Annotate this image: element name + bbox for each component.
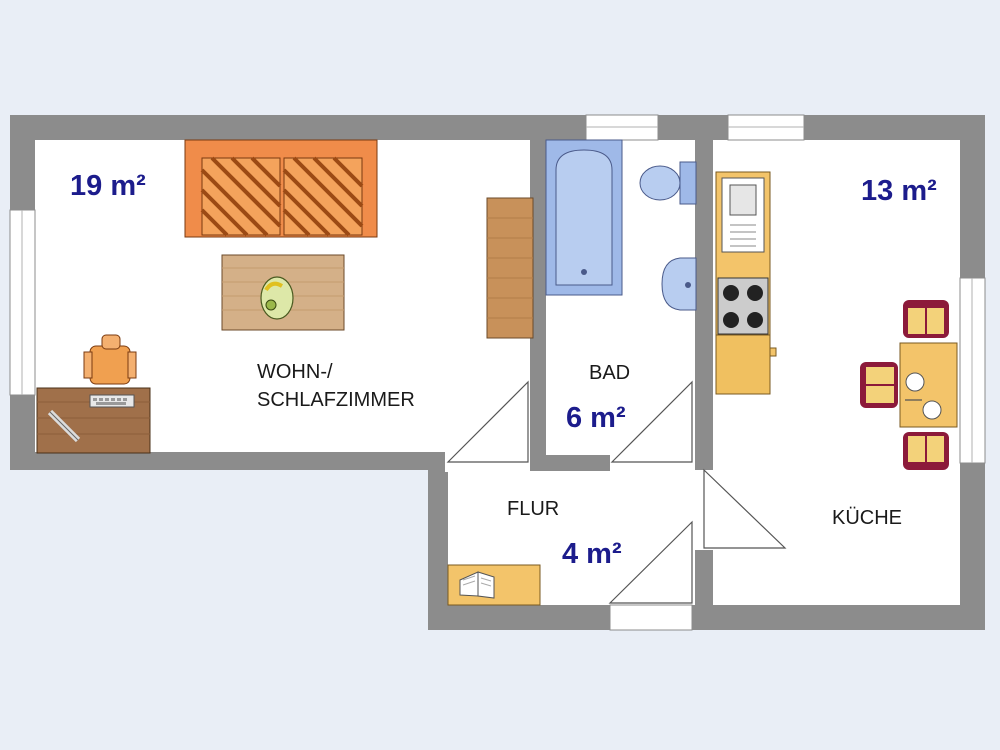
door-wohn bbox=[446, 380, 529, 463]
office-chair-icon bbox=[83, 334, 137, 385]
stove-icon bbox=[717, 277, 769, 335]
plate-icon bbox=[905, 372, 942, 420]
room-name-bad: BAD bbox=[589, 362, 631, 384]
fruit-bowl-icon bbox=[260, 276, 294, 320]
washbasin-icon bbox=[661, 257, 697, 311]
bathtub-icon bbox=[545, 139, 623, 296]
room-name-wohn-line1: WOHN-/ bbox=[257, 361, 333, 383]
area-label-kueche: 13 m² bbox=[861, 175, 937, 207]
room-name-kueche: KÜCHE bbox=[832, 507, 903, 529]
keyboard-icon bbox=[89, 394, 135, 408]
room-name-flur: FLUR bbox=[507, 498, 560, 520]
book-icon bbox=[459, 571, 495, 599]
dining-chair-icon bbox=[860, 300, 949, 470]
toilet-icon bbox=[639, 161, 697, 205]
area-label-wohn: 19 m² bbox=[70, 170, 146, 202]
door-entrance bbox=[608, 520, 693, 604]
sofa-icon bbox=[184, 139, 378, 238]
windows bbox=[9, 114, 986, 631]
door-kueche bbox=[703, 468, 787, 549]
area-label-flur: 4 m² bbox=[562, 538, 622, 570]
pen-icon bbox=[47, 409, 81, 443]
sink-icon bbox=[721, 177, 765, 253]
entrance-door-opening bbox=[609, 604, 693, 631]
doors bbox=[445, 380, 787, 604]
door-bad bbox=[610, 380, 693, 463]
area-label-bad: 6 m² bbox=[566, 402, 626, 434]
room-name-wohn-line2: SCHLAFZIMMER bbox=[257, 389, 415, 411]
wardrobe-icon bbox=[486, 197, 534, 339]
